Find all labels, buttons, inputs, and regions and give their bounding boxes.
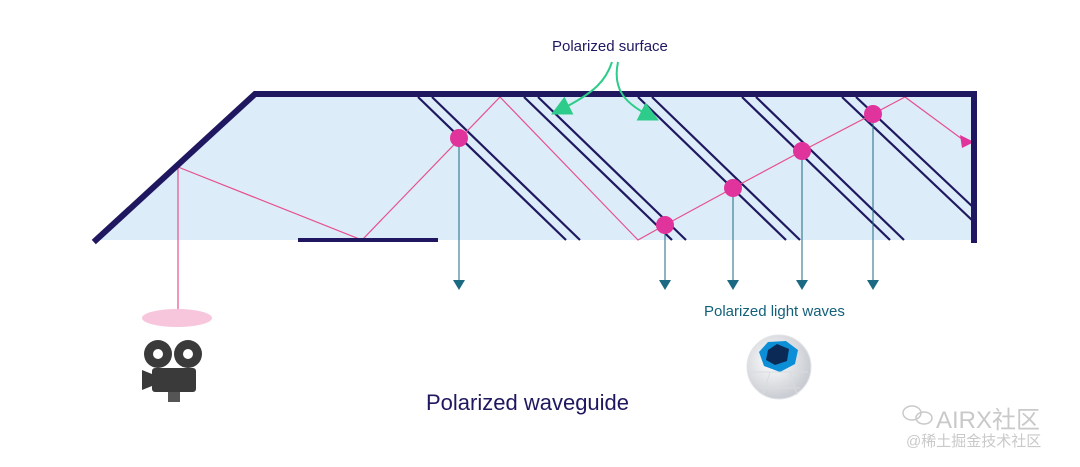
watermark-subtitle: @稀土掘金技术社区	[906, 433, 1042, 450]
intersection-dot	[656, 216, 674, 234]
intersection-dot	[864, 105, 882, 123]
polarized-surface-1	[417, 96, 581, 241]
polarized-surface-4	[741, 96, 905, 241]
watermark-brand: AIRX社区	[936, 407, 1041, 434]
intersection-dot	[793, 142, 811, 160]
intersection-dot	[724, 179, 742, 197]
projector-glow	[142, 309, 212, 327]
polarized-surface-label: Polarized surface	[552, 38, 668, 55]
wechat-icon	[902, 405, 933, 425]
surface-pointer-arrows	[551, 61, 659, 121]
polarized-surface-2	[523, 96, 687, 241]
light-ray-path	[177, 96, 967, 318]
waveguide-body	[96, 94, 974, 240]
polarized-light-waves-label: Polarized light waves	[704, 303, 845, 320]
movie-camera-icon	[142, 340, 202, 402]
polarized-surface-3	[637, 96, 801, 241]
output-arrowheads	[453, 280, 879, 290]
ray-exit-arrow	[960, 135, 974, 148]
diagram-title: Polarized waveguide	[426, 390, 630, 415]
eyeball-icon	[746, 334, 812, 400]
intersection-dots	[450, 105, 882, 234]
output-arrows	[458, 114, 874, 284]
polarized-surfaces	[417, 96, 975, 241]
intersection-dot	[450, 129, 468, 147]
waveguide-outline	[91, 91, 977, 245]
